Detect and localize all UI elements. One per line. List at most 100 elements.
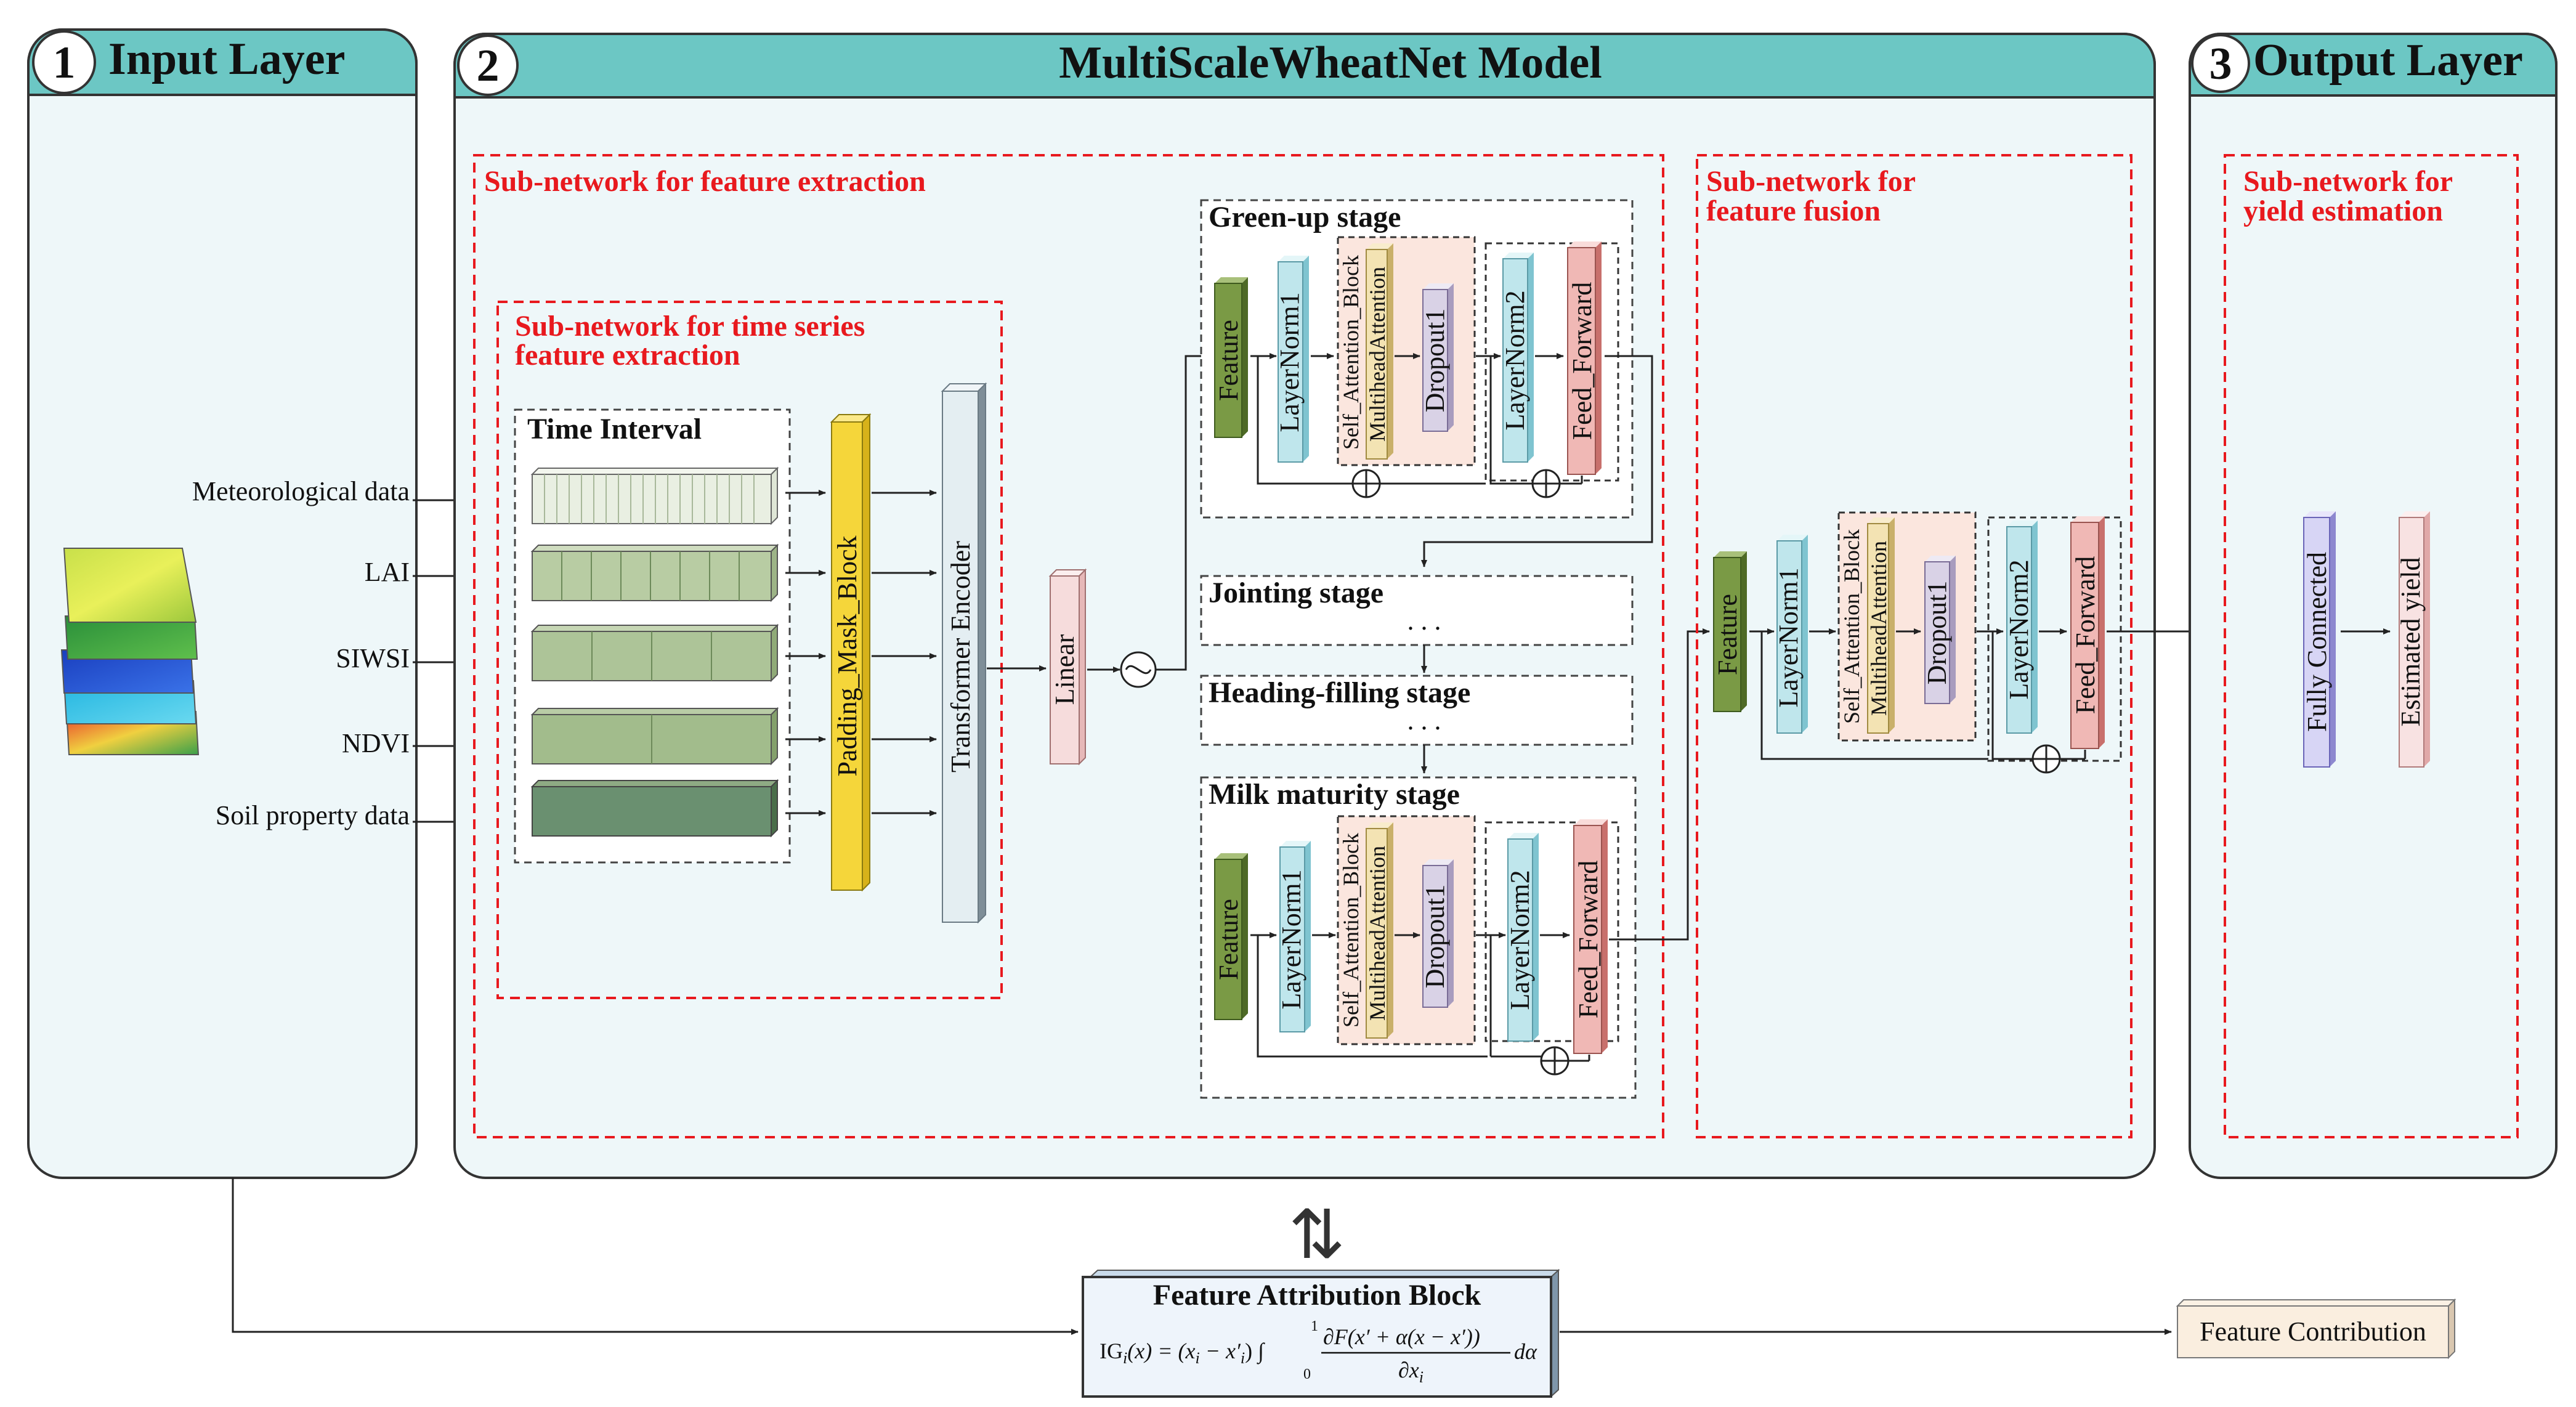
svg-text:1: 1	[1311, 1318, 1318, 1334]
greenup-multihead-label: MultiheadAttention	[1365, 267, 1390, 442]
greenup-layernorm2-block: LayerNorm2	[1500, 253, 1534, 463]
subnet-feature-extraction-frame	[473, 154, 1664, 1138]
input-layer-title: Input Layer	[108, 34, 345, 84]
input-layer-number: 1	[53, 38, 76, 88]
milk-multihead-block: MultiheadAttention	[1365, 822, 1393, 1039]
subnet-yield-label-2: yield estimation	[2243, 195, 2443, 227]
activation-to-greenup-line	[1156, 353, 1213, 671]
padding-to-transformer-arrows	[872, 490, 937, 816]
heading-stage-frame	[1200, 675, 1634, 746]
input-label-ndvi: NDVI	[342, 728, 410, 758]
fusion-layernorm2-label: LayerNorm2	[2004, 559, 2034, 699]
time-series-bar-ndvi	[530, 707, 779, 766]
milk-multihead-label: MultiheadAttention	[1365, 846, 1390, 1021]
milk-to-fusion-line	[1609, 628, 1710, 941]
feature-contribution-label: Feature Contribution	[2200, 1316, 2426, 1347]
subnet-fusion-label-2: feature fusion	[1706, 195, 1881, 227]
time-series-bar-siwsi	[530, 623, 779, 683]
bar-to-padding-arrows	[785, 490, 826, 816]
greenup-feedforward-block: Feed_Forward	[1567, 241, 1602, 475]
bidirectional-arrow-icon: ⇅	[1289, 1198, 1345, 1273]
fully-connected-block: Fully Connected	[2302, 511, 2336, 768]
fusion-feedforward-label: Feed_Forward	[2070, 556, 2100, 715]
fusion-multihead-label: MultiheadAttention	[1866, 541, 1891, 716]
model-number-badge	[457, 34, 519, 96]
subnet-time-series-label-1: Sub-network for time series	[515, 310, 865, 343]
estimated-yield-label: Estimated yield	[2396, 558, 2426, 727]
milk-feature-label: Feature	[1213, 899, 1244, 980]
fusion-dropout-label: Dropout1	[1922, 581, 1952, 685]
linear-block: Linear	[1048, 568, 1087, 766]
fusion-layernorm1-label: LayerNorm1	[1773, 567, 1804, 707]
fusion-layernorm2-block: LayerNorm2	[2004, 521, 2038, 734]
greenup-feature-label: Feature	[1213, 320, 1244, 401]
milk-feature-block: Feature	[1213, 853, 1248, 1020]
padding-mask-block: Padding_Mask_Block	[830, 413, 872, 892]
subnet-fusion-frame	[1696, 154, 2132, 1138]
greenup-layernorm1-block: LayerNorm1	[1274, 256, 1309, 463]
transformer-encoder-block: Transformer Encoder	[941, 382, 987, 924]
jointing-stage-frame	[1200, 575, 1634, 646]
greenup-layernorm2-label: LayerNorm2	[1500, 290, 1530, 430]
input-layer-number-badge	[32, 30, 96, 94]
feature-contribution-box: Feature Contribution	[2176, 1298, 2457, 1360]
svg-text:IGi(x) = (xi − x′i) ∫: IGi(x) = (xi − x′i) ∫	[1100, 1339, 1265, 1367]
fusion-feedforward-block: Feed_Forward	[2070, 516, 2105, 749]
feature-attribution-title: Feature Attribution Block	[1153, 1279, 1481, 1312]
subnet-time-series-frame	[496, 301, 1003, 999]
output-layer-number: 3	[2209, 39, 2232, 89]
output-layer-title: Output Layer	[2253, 35, 2523, 86]
fusion-feature-label: Feature	[1712, 594, 1743, 675]
input-layer-panel: 1 Input Layer Meteorological data LAI SI…	[27, 28, 418, 1179]
subnet-yield-label-1: Sub-network for	[2243, 165, 2453, 198]
milk-layernorm1-label: LayerNorm1	[1276, 869, 1306, 1009]
greenup-layernorm1-label: LayerNorm1	[1274, 292, 1305, 432]
fusion-feature-block: Feature	[1712, 551, 1747, 712]
heading-stage-label: Heading-filling stage	[1209, 676, 1470, 709]
model-number: 2	[477, 41, 500, 91]
feature-attribution-block: Feature Attribution Block IGi(x) = (xi −…	[1082, 1268, 1560, 1398]
input-label-soil: Soil property data	[216, 800, 410, 830]
model-title: MultiScaleWheatNet Model	[1059, 38, 1602, 88]
greenup-dropout-block: Dropout1	[1420, 283, 1454, 432]
estimated-yield-block: Estimated yield	[2396, 511, 2430, 768]
fusion-layernorm1-block: LayerNorm1	[1773, 535, 1808, 734]
greenup-self-attention-label: Self_Attention_Block	[1339, 255, 1363, 450]
transformer-encoder-label: Transformer Encoder	[946, 541, 976, 772]
greenup-dropout-label: Dropout1	[1420, 309, 1450, 413]
milk-layernorm1-block: LayerNorm1	[1276, 841, 1311, 1032]
milk-layernorm2-label: LayerNorm2	[1505, 870, 1535, 1010]
milk-ff-frame	[1484, 821, 1619, 1042]
greenup-residuals	[1257, 355, 1653, 567]
subnet-feature-extraction-label: Sub-network for feature extraction	[484, 165, 926, 198]
svg-text:∂F(x′ + α(x − x′)): ∂F(x′ + α(x − x′))	[1323, 1324, 1480, 1349]
integrated-gradients-formula: IGi(x) = (xi − x′i) ∫ 1 0 ∂F(x′ + α(x − …	[1100, 1318, 1537, 1386]
milk-dropout-label: Dropout1	[1420, 885, 1450, 989]
fusion-residuals	[1760, 631, 2086, 774]
time-interval-label: Time Interval	[527, 413, 702, 445]
output-layer-panel: 3 Output Layer	[2189, 33, 2558, 1179]
fusion-dropout-block: Dropout1	[1922, 556, 1956, 704]
milk-feedforward-label: Feed_Forward	[1573, 861, 1603, 1019]
time-series-bar-soil	[530, 779, 779, 838]
input-label-lai: LAI	[365, 557, 410, 587]
output-layer-number-badge	[2191, 34, 2250, 93]
milk-dropout-block: Dropout1	[1420, 859, 1454, 1008]
fusion-self-attention-label: Self_Attention_Block	[1839, 529, 1864, 724]
milk-feedforward-block: Feed_Forward	[1573, 819, 1608, 1054]
svg-text:∂xi: ∂xi	[1398, 1358, 1424, 1386]
milk-self-attention-label: Self_Attention_Block	[1339, 833, 1363, 1028]
fully-connected-label: Fully Connected	[2302, 552, 2332, 732]
activation-node	[1120, 651, 1157, 688]
input-label-meteorological: Meteorological data	[192, 476, 410, 506]
jointing-stage-label: Jointing stage	[1209, 577, 1383, 609]
greenup-ff-frame	[1484, 242, 1619, 482]
greenup-feedforward-label: Feed_Forward	[1567, 282, 1597, 440]
milk-residuals	[1257, 935, 1590, 1076]
satellite-image-stack	[60, 548, 200, 755]
time-series-bar-lai	[530, 543, 779, 602]
greenup-stage-label: Green-up stage	[1209, 201, 1401, 233]
jointing-stage-ellipsis: . . .	[1407, 606, 1441, 636]
input-to-attribution-line	[232, 1178, 1079, 1335]
